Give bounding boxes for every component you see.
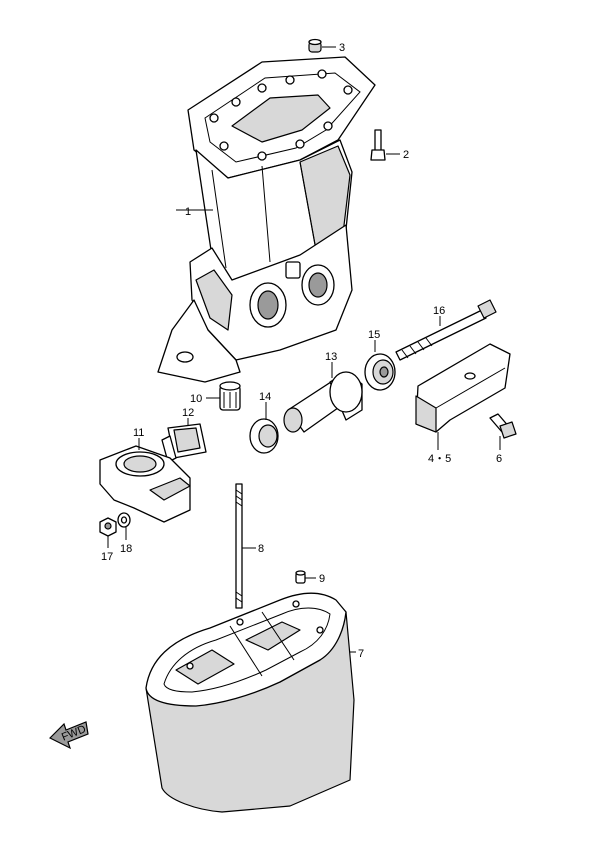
part-11-clamp-bracket	[99, 438, 191, 523]
callout-8: 8	[258, 543, 264, 555]
part-1-drive-shaft-housing	[157, 56, 376, 383]
part-13-mount-bushing	[283, 362, 363, 433]
callout-4-5: 4・5	[428, 453, 451, 465]
callout-12: 12	[182, 407, 194, 419]
callout-labels: 1 2 3 4・5 6 7 8 9 10 11 12 13 14 15 16 1…	[101, 42, 502, 660]
fwd-arrow-icon: FWD	[48, 721, 89, 750]
part-7-extension-case	[145, 592, 356, 813]
part-17-nut	[99, 517, 117, 548]
callout-14: 14	[259, 391, 271, 403]
part-3-plug	[308, 38, 322, 53]
part-6-screw	[489, 413, 517, 450]
part-10-collar	[206, 381, 241, 411]
callout-2: 2	[403, 149, 409, 161]
part-9-pin	[295, 570, 316, 584]
part-18-washer	[117, 512, 131, 540]
callout-1: 1	[185, 206, 191, 218]
callout-15: 15	[368, 329, 380, 341]
part-12-rubber-block	[161, 418, 207, 463]
callout-9: 9	[319, 573, 325, 585]
callout-6: 6	[496, 453, 502, 465]
part-4-5-cover	[415, 343, 511, 450]
callout-7: 7	[358, 648, 364, 660]
part-16-bolt	[395, 299, 497, 361]
callout-11: 11	[133, 427, 144, 439]
part-2-bolt	[370, 129, 400, 161]
callout-17: 17	[101, 551, 113, 563]
part-15-bearing	[364, 340, 396, 391]
part-8-stud	[235, 483, 256, 609]
part-14-seal	[249, 402, 279, 454]
callout-10: 10	[190, 393, 202, 405]
callout-3: 3	[339, 42, 345, 54]
callout-13: 13	[325, 351, 337, 363]
callout-16: 16	[433, 305, 445, 317]
callout-18: 18	[120, 543, 132, 555]
